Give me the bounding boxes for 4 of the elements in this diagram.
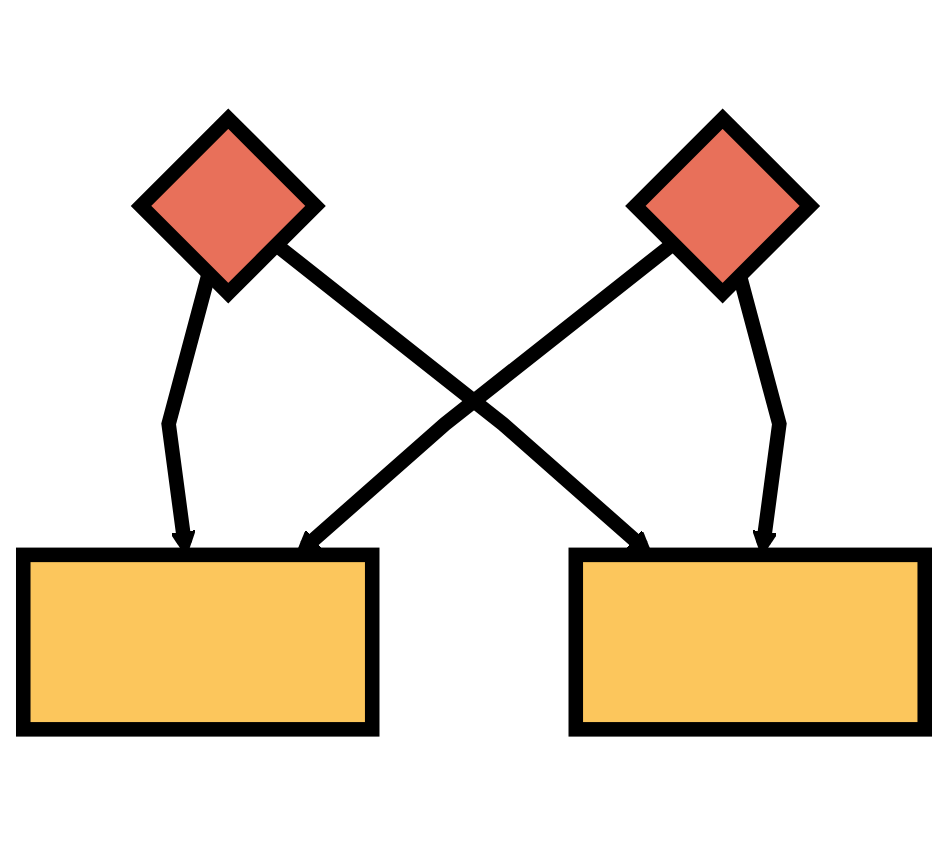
process-box <box>568 547 932 737</box>
process-box <box>16 547 380 737</box>
decision-diamond <box>625 108 821 304</box>
decision-diamond <box>130 108 326 304</box>
